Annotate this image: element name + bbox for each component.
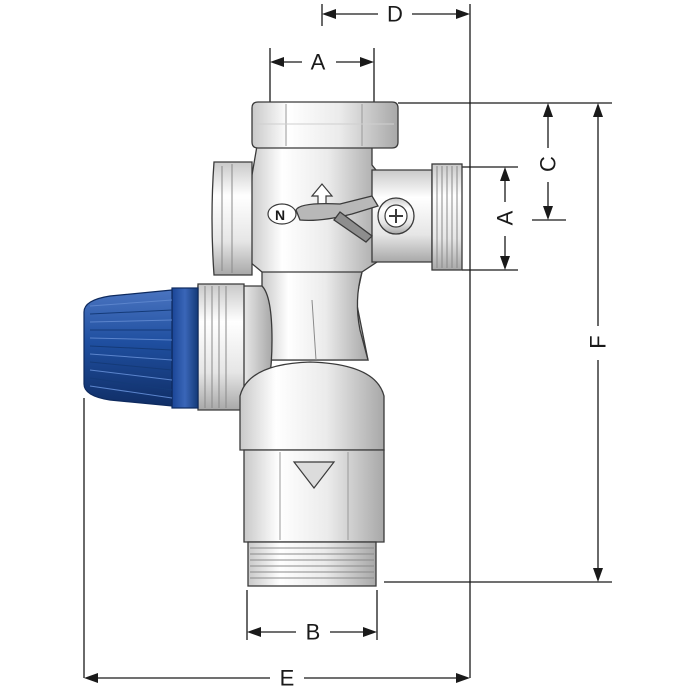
lower-hex-body [243,449,385,543]
blue-ring [171,287,199,409]
blue-knurled-cap[interactable] [83,289,173,407]
right-threaded-outlet [431,163,463,271]
dimension-label-f: F [586,335,611,348]
lever-letter: N [275,207,285,223]
valve-lever[interactable] [295,195,415,243]
dimension-a-top: A [270,50,374,75]
extension-lines [83,4,612,678]
dimension-b: B [247,620,377,645]
dimension-a-side: A [493,167,518,270]
dimension-d: D [322,2,470,27]
dimension-label-b: B [306,620,321,645]
top-hex-nut [251,101,399,149]
dimension-f: F [586,103,611,582]
valve-assembly: N [83,101,463,587]
dimension-e: E [84,666,470,691]
dimension-label-c: C [536,156,561,172]
dimension-label-a-top: A [311,50,326,75]
dimension-label-a-side: A [493,210,518,225]
flow-direction-triangle-icon [292,461,336,489]
lower-collar [239,361,385,451]
dimension-label-d: D [387,2,403,27]
dimension-c: C [536,103,561,220]
dimension-label-e: E [280,666,295,691]
lever-marking-n: N [267,203,297,225]
bottom-threaded-outlet [247,541,377,587]
